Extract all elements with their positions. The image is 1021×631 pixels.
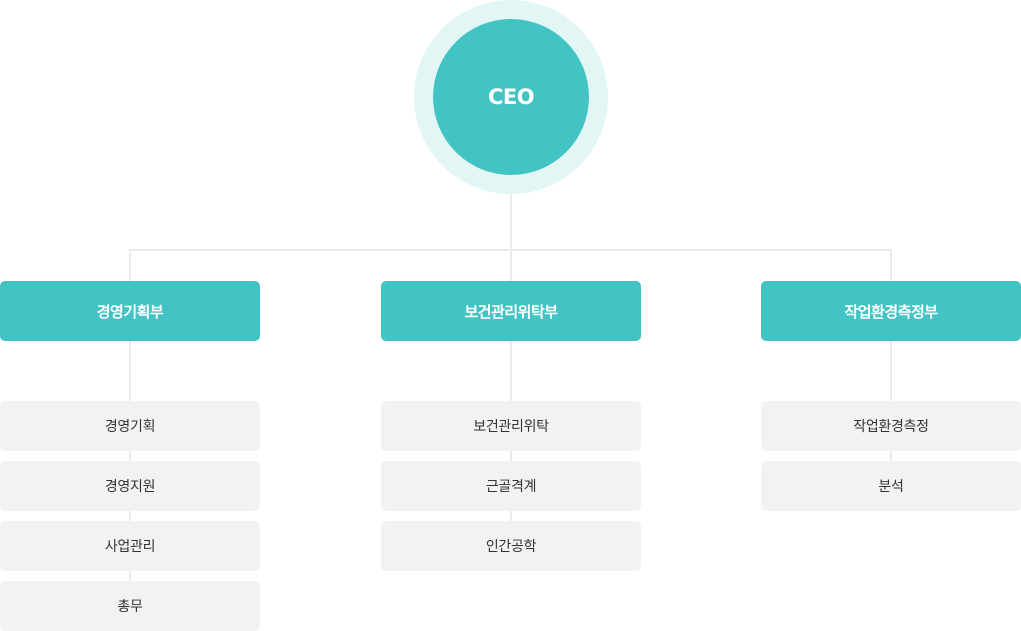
connector-ceo-down (510, 175, 512, 251)
ceo-label: CEO (487, 85, 535, 109)
dept-health-management: 보건관리위탁부 (381, 281, 641, 341)
team-label: 총무 (117, 599, 143, 615)
team-label: 작업환경측정 (853, 419, 929, 435)
dept-work-environment: 작업환경측정부 (761, 281, 1021, 341)
team-node: 분석 (761, 461, 1021, 511)
team-label: 경영지원 (104, 479, 156, 495)
team-label: 근골격계 (485, 479, 537, 495)
dept-management-planning: 경영기획부 (0, 281, 260, 341)
team-label: 보건관리위탁 (473, 419, 549, 435)
team-label: 인간공학 (485, 539, 537, 555)
team-label: 사업관리 (104, 539, 156, 555)
team-node: 인간공학 (381, 521, 641, 571)
team-node: 사업관리 (0, 521, 260, 571)
team-node: 작업환경측정 (761, 401, 1021, 451)
team-node: 경영기획 (0, 401, 260, 451)
connector-dept-2 (510, 249, 512, 281)
ceo-node: CEO (433, 19, 589, 175)
dept-label: 작업환경측정부 (844, 302, 938, 321)
dept-label: 보건관리위탁부 (464, 302, 558, 321)
team-node: 총무 (0, 581, 260, 631)
team-label: 분석 (878, 479, 904, 495)
team-node: 보건관리위탁 (381, 401, 641, 451)
team-node: 경영지원 (0, 461, 260, 511)
team-node: 근골격계 (381, 461, 641, 511)
connector-dept-1 (129, 249, 131, 281)
team-label: 경영기획 (104, 419, 156, 435)
connector-dept-3 (890, 249, 892, 281)
dept-label: 경영기획부 (96, 302, 164, 321)
